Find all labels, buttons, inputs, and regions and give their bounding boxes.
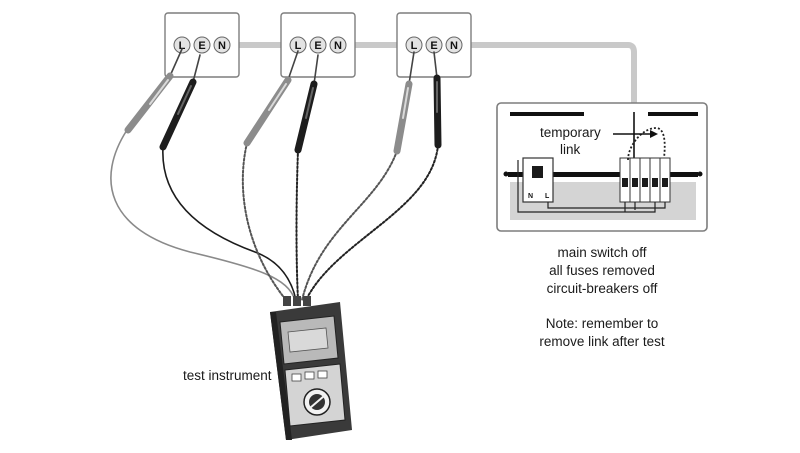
- terminal-N: N: [213, 36, 231, 54]
- temporary-link-arrow: [613, 130, 658, 138]
- probe-socket2-E: [294, 54, 319, 154]
- terminal-L: L: [405, 36, 423, 54]
- terminal-E-label: E: [430, 40, 437, 52]
- socket-1: L E N: [164, 12, 240, 78]
- circuit-breaker: [619, 157, 631, 203]
- reminder-note: Note: remember to remove link after test: [539, 316, 665, 349]
- ring-cable: [238, 42, 637, 112]
- lead-socket1-E: [162, 146, 297, 301]
- lead-sockets: [283, 296, 311, 306]
- terminal-N: N: [329, 36, 347, 54]
- terminal-E: E: [193, 36, 211, 54]
- circuit-breaker: [649, 157, 661, 203]
- function-button: [291, 373, 302, 382]
- circuit-breaker: [629, 157, 641, 203]
- rotary-selector-dial: [303, 388, 331, 416]
- temporary-link-wire: [627, 127, 666, 161]
- main-switch-neutral-label: N: [528, 193, 533, 200]
- busbar-top-left: [510, 112, 584, 116]
- test-instrument: [270, 296, 352, 440]
- probes: [124, 48, 442, 155]
- internal-wiring: [517, 160, 666, 213]
- terminal-E-label: E: [198, 40, 205, 52]
- note-main-switch-off: main switch off: [557, 245, 646, 260]
- lead-socket3-L: [301, 150, 398, 301]
- circuit-breaker: [639, 157, 651, 203]
- consumer-unit: N L: [496, 102, 708, 232]
- din-rail: [508, 172, 698, 177]
- probe-socket3-E: [433, 51, 442, 149]
- lead-socket2-E: [295, 149, 299, 301]
- temporary-link-label-line1: temporary: [540, 125, 601, 140]
- lead-socket1-L: [110, 129, 296, 301]
- lead-socket2-L: [241, 142, 287, 301]
- function-button: [317, 370, 328, 379]
- busbar-top-right: [648, 112, 698, 116]
- terminal-L-label: L: [411, 40, 418, 52]
- circuit-breaker: [659, 157, 671, 203]
- note-breakers-off: circuit-breakers off: [547, 281, 658, 296]
- status-notes: main switch off all fuses removed circui…: [547, 245, 658, 296]
- main-switch-line-label: L: [545, 193, 550, 200]
- reminder-line1: Note: remember to: [546, 316, 659, 331]
- socket-2: L E N: [280, 12, 356, 78]
- instrument-side: [270, 312, 292, 440]
- lead-socket3-E: [305, 144, 439, 301]
- probe-socket1-E: [159, 54, 201, 151]
- terminal-N-label: N: [334, 40, 342, 52]
- terminal-L-label: L: [179, 40, 186, 52]
- rail-fixing: [503, 171, 509, 177]
- circuit-breakers: [619, 157, 671, 203]
- main-switch: N L: [522, 157, 554, 203]
- probe-socket3-L: [393, 51, 415, 155]
- terminal-N-label: N: [218, 40, 226, 52]
- probe-socket2-L: [243, 50, 299, 147]
- temporary-link-label-line2: link: [560, 142, 581, 157]
- probe-socket1-L: [124, 48, 183, 134]
- terminal-E: E: [425, 36, 443, 54]
- function-button: [304, 371, 315, 380]
- note-fuses-removed: all fuses removed: [549, 263, 655, 278]
- terminal-L-label: L: [295, 40, 302, 52]
- terminal-E: E: [309, 36, 327, 54]
- terminal-L: L: [173, 36, 191, 54]
- reminder-line2: remove link after test: [539, 334, 665, 349]
- display-screen: [287, 327, 329, 353]
- instrument-label: test instrument: [183, 368, 272, 383]
- rail-fixing: [697, 171, 703, 177]
- socket-3: L E N: [396, 12, 472, 78]
- terminal-E-label: E: [314, 40, 321, 52]
- terminal-N-label: N: [450, 40, 458, 52]
- test-leads: [110, 129, 439, 301]
- terminal-N: N: [445, 36, 463, 54]
